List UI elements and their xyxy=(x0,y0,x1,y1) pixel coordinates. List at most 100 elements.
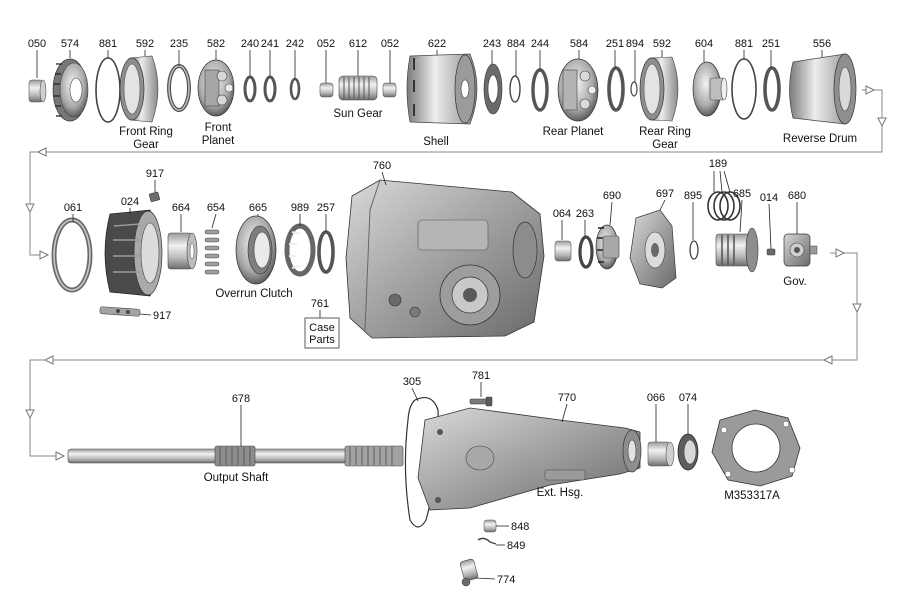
part-235-ring xyxy=(167,64,191,112)
label-881-a: 881 xyxy=(99,38,117,50)
part-848-bushing xyxy=(483,519,497,533)
part-556-reverse-drum xyxy=(789,53,857,125)
label-257: 257 xyxy=(317,202,335,214)
label-884: 884 xyxy=(507,38,525,50)
caption-front-planet-line1: Front xyxy=(205,122,233,134)
label-895: 895 xyxy=(684,190,702,202)
label-251-a: 251 xyxy=(606,38,624,50)
part-050-bushing xyxy=(28,79,47,103)
label-760: 760 xyxy=(373,160,391,172)
label-761: 761 xyxy=(311,298,329,310)
label-604: 604 xyxy=(695,38,713,50)
label-263: 263 xyxy=(576,208,594,220)
label-014: 014 xyxy=(760,192,778,204)
label-064: 064 xyxy=(553,208,571,220)
part-664-hub xyxy=(167,232,198,270)
label-556: 556 xyxy=(813,38,831,50)
label-024: 024 xyxy=(121,196,139,208)
caption-governor: Gov. xyxy=(783,276,806,288)
part-257-washer xyxy=(317,230,335,274)
label-584: 584 xyxy=(570,38,588,50)
part-052-bushing-a xyxy=(319,82,334,98)
caption-case-parts-line2: Parts xyxy=(309,334,335,346)
part-917-piece-a xyxy=(149,191,160,202)
part-014-pin xyxy=(766,248,776,256)
label-251-b: 251 xyxy=(762,38,780,50)
part-242-washer xyxy=(289,77,301,101)
row3-labels: 678 305 781 770 066 074 848 849 774 Outp… xyxy=(204,370,780,586)
part-849-clip xyxy=(477,537,497,545)
label-305: 305 xyxy=(403,376,421,388)
part-917-piece-b xyxy=(99,306,141,317)
part-024-clutch-drum xyxy=(104,209,163,297)
caption-rear-ring-gear-line1: Rear Ring xyxy=(639,126,691,138)
row1-labels: 050 574 881 592 235 582 240 241 242 052 … xyxy=(28,38,857,151)
caption-ext-hsg: Ext. Hsg. xyxy=(537,487,584,499)
caption-gasket-code: M353317A xyxy=(724,490,780,502)
part-604-hub xyxy=(692,61,728,117)
label-242: 242 xyxy=(286,38,304,50)
caption-overrun-clutch: Overrun Clutch xyxy=(215,288,292,300)
part-gasket-m353317a xyxy=(711,409,801,487)
part-881-snap-ring-a xyxy=(95,57,121,123)
part-263-washer xyxy=(578,235,594,269)
part-582-front-planet xyxy=(197,59,235,117)
caption-output-shaft: Output Shaft xyxy=(204,472,269,484)
label-052-b: 052 xyxy=(381,38,399,50)
part-622-shell xyxy=(406,53,478,125)
caption-rear-ring-gear-line2: Gear xyxy=(652,139,678,151)
label-061: 061 xyxy=(64,202,82,214)
label-240: 240 xyxy=(241,38,259,50)
label-574: 574 xyxy=(61,38,79,50)
label-664: 664 xyxy=(172,202,190,214)
caption-sun-gear: Sun Gear xyxy=(333,108,382,120)
label-917-a: 917 xyxy=(146,168,164,180)
part-064-bushing xyxy=(554,240,572,262)
label-770: 770 xyxy=(558,392,576,404)
label-189: 189 xyxy=(709,158,727,170)
part-066-bushing xyxy=(647,441,675,467)
label-774: 774 xyxy=(497,574,515,586)
label-680: 680 xyxy=(788,190,806,202)
flow-lines xyxy=(25,85,887,461)
part-592-rear-ring-gear xyxy=(639,56,679,122)
label-989: 989 xyxy=(291,202,309,214)
part-074-seal xyxy=(677,433,699,471)
part-584-rear-planet xyxy=(557,58,599,122)
part-240-washer xyxy=(243,75,257,103)
label-690: 690 xyxy=(603,190,621,202)
label-697: 697 xyxy=(656,188,674,200)
label-235: 235 xyxy=(170,38,188,50)
row2-parts xyxy=(51,179,818,349)
label-917-b: 917 xyxy=(153,310,171,322)
part-685-drum xyxy=(715,227,759,273)
part-770-extension-housing xyxy=(417,407,642,511)
part-305-gasket xyxy=(404,397,439,528)
part-989-roller-cage xyxy=(284,223,316,277)
caption-shell: Shell xyxy=(423,136,449,148)
label-685: 685 xyxy=(733,188,751,200)
part-052-bushing-b xyxy=(382,82,397,98)
label-612: 612 xyxy=(349,38,367,50)
label-665: 665 xyxy=(249,202,267,214)
label-781: 781 xyxy=(472,370,490,382)
label-592-a: 592 xyxy=(136,38,154,50)
part-678-output-shaft xyxy=(67,445,404,467)
label-066: 066 xyxy=(647,392,665,404)
part-781-bolt xyxy=(469,396,493,407)
part-697-housing xyxy=(629,209,677,289)
label-622: 622 xyxy=(428,38,446,50)
caption-reverse-drum: Reverse Drum xyxy=(783,133,857,145)
part-574-gear xyxy=(52,58,89,122)
label-050: 050 xyxy=(28,38,46,50)
label-881-b: 881 xyxy=(735,38,753,50)
label-582: 582 xyxy=(207,38,225,50)
part-774-speedometer-gear xyxy=(460,558,478,587)
caption-rear-planet: Rear Planet xyxy=(543,126,605,138)
caption-front-planet-line2: Planet xyxy=(202,135,235,147)
label-074: 074 xyxy=(679,392,697,404)
part-061-band xyxy=(51,217,93,293)
part-251-washer-b xyxy=(763,66,781,112)
label-592-b: 592 xyxy=(653,38,671,50)
